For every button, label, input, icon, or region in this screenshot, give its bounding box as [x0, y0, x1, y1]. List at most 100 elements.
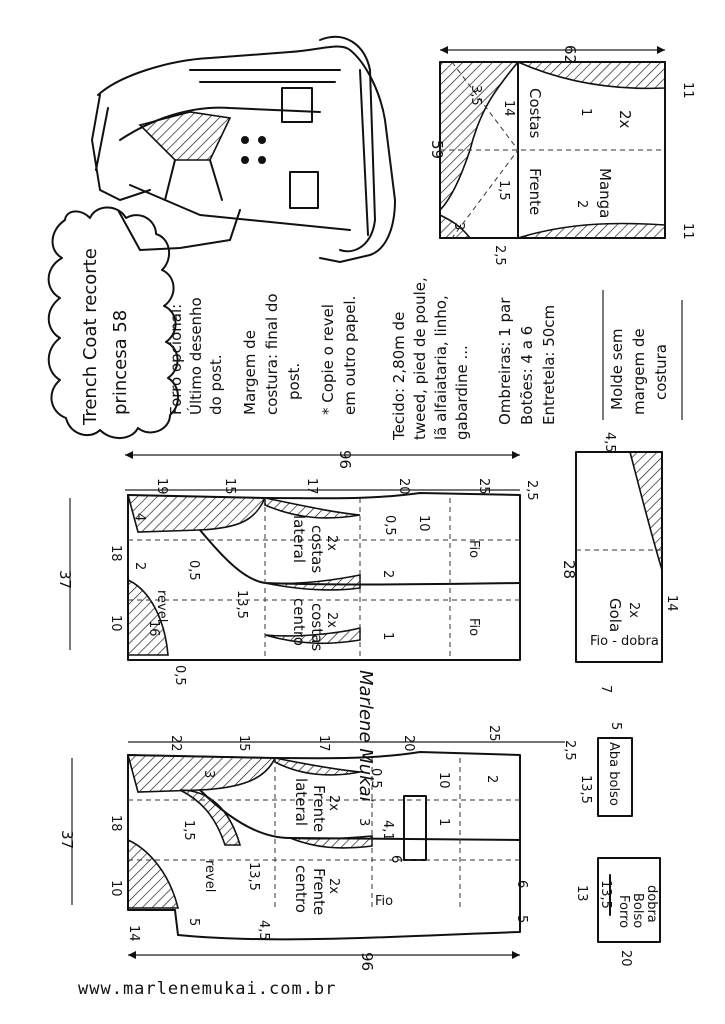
back-m05c: 0,5 [382, 515, 397, 536]
pocket-lining-w: 13 [574, 885, 589, 902]
back-revel: revel [154, 590, 169, 622]
note-botoes: Botões: 4 a 6 [518, 326, 536, 425]
front-lateral-qty: 2x [326, 795, 341, 811]
note-tecido-3: lã alfaiataria, linho, [432, 295, 450, 440]
back-m2: 2 [380, 570, 395, 578]
back-s25: 25 [476, 478, 491, 495]
note-molde-2: margem de [630, 328, 648, 415]
front-m05: 0,5 [368, 768, 383, 789]
note-tecido-2: tweed, pied de poule, [411, 277, 429, 440]
front-pattern: 22 15 17 20 25 2,5 37 96 18 10 14 3 1,5 … [58, 725, 577, 971]
collar-bottom: 7 [598, 685, 613, 693]
front-m10: 10 [436, 772, 451, 789]
back-centro: centro [290, 598, 308, 646]
front-lateral2: Frente [310, 785, 328, 832]
back-s19: 19 [154, 478, 169, 495]
collar-right: 14 [664, 595, 679, 612]
sleeve-qty: 2x [616, 110, 634, 129]
sleeve-pattern: 62 3,5 59 3 11 11 2,5 14 1,5 1 2 Costas … [428, 45, 695, 266]
back-centro-qty: 2x [324, 612, 339, 628]
note-molde-1: Molde sem [608, 329, 626, 410]
front-centro: centro [292, 865, 310, 913]
back-lateral2: costas [308, 525, 326, 573]
note-forro-2: Último desenho [186, 297, 205, 415]
back-h4: 4 [132, 513, 147, 521]
pocket-lining-pattern: 13 13,5 Forro Bolso dobra 20 [574, 857, 661, 967]
sleeve-m14: 14 [501, 100, 516, 117]
sleeve-m1: 1 [578, 108, 593, 116]
sleeve-right-bottom: 11 [680, 223, 695, 240]
sleeve-m2: 2 [574, 200, 589, 208]
front-length: 96 [358, 952, 376, 971]
front-s20: 20 [401, 735, 416, 752]
front-h18: 18 [108, 815, 123, 832]
sleeve-dip: 2,5 [492, 245, 507, 266]
note-tecido-1: Tecido: 2,80m de [390, 312, 408, 441]
back-m10: 10 [416, 515, 431, 532]
front-s17: 17 [316, 735, 331, 752]
note-molde-3: costura [652, 344, 670, 400]
sleeve-right-top: 11 [680, 82, 695, 99]
note-entretela: Entretela: 50cm [540, 305, 558, 425]
sleeve-costas: Costas [526, 88, 544, 139]
front-m6: 6 [388, 855, 403, 863]
title-line2: princesa 58 [110, 310, 131, 415]
sleeve-width: 62 [561, 45, 579, 64]
collar-pattern: 4,5 28 Gola 2x Fio - dobra 7 14 [560, 432, 679, 693]
note-forro-3: do post. [207, 354, 225, 415]
back-s15: 15 [222, 478, 237, 495]
back-s17: 17 [304, 478, 319, 495]
pocket-lining-name2: Bolso [630, 893, 645, 928]
pocket-lining-inner: 13,5 [598, 880, 613, 909]
back-m05a: 0,5 [186, 560, 201, 581]
back-pattern: 96 19 15 17 20 25 2,5 37 18 10 4 2 16 re… [56, 450, 539, 686]
back-s25b: 2,5 [524, 480, 539, 501]
signature-text: Marlene Mukai [355, 670, 376, 802]
front-h5b: 5 [514, 915, 529, 923]
notes-block: Forro opcional: Último desenho do post. … [167, 277, 683, 441]
back-h135: 13,5 [234, 590, 249, 619]
front-h135: 13,5 [246, 862, 261, 891]
title-block: Trench Coat recorte princesa 58 [47, 206, 179, 439]
back-length: 96 [336, 450, 354, 469]
front-centro-qty: 2x [326, 878, 341, 894]
front-revel: revel [202, 860, 217, 892]
back-lateral-qty: 2x [324, 535, 339, 551]
front-m3: 3 [356, 818, 371, 826]
sleeve-m15: 1,5 [496, 180, 511, 201]
front-centro2: Frente [310, 868, 328, 915]
note-margem-2: costura: final do [263, 293, 281, 415]
front-m2: 2 [484, 775, 499, 783]
front-m6b: 6 [514, 880, 529, 888]
website-url: www.marlenemukai.com.br [78, 979, 336, 999]
note-copie-1: * Copie o revel [319, 304, 337, 415]
note-copie-2: em outro papel. [341, 296, 359, 415]
sleeve-height: 59 [428, 140, 446, 159]
front-s22: 22 [168, 735, 183, 752]
back-s20: 20 [396, 478, 411, 495]
front-s25: 25 [486, 725, 501, 742]
note-forro-1: Forro opcional: [167, 304, 185, 415]
collar-length: 28 [560, 560, 578, 579]
pocket-lining-h: 20 [618, 950, 633, 967]
front-h10: 10 [108, 880, 123, 897]
back-m16: 16 [146, 620, 161, 637]
pocket-flap-w: 5 [608, 722, 623, 730]
title-line1: Trench Coat recorte [80, 248, 101, 426]
pocket-flap-name: Aba bolso [606, 742, 621, 806]
sleeve-frente: Frente [526, 168, 544, 215]
back-h18: 18 [108, 545, 123, 562]
back-m1: 1 [380, 632, 395, 640]
signature: Marlene Mukai [355, 670, 376, 802]
front-h15: 1,5 [181, 820, 196, 841]
front-m1: 1 [436, 818, 451, 826]
front-h5a: 5 [186, 918, 201, 926]
back-fio2: Fio [466, 618, 481, 636]
front-s25b: 2,5 [562, 740, 577, 761]
back-centro2: costas [308, 603, 326, 651]
back-lateral: lateral [290, 515, 308, 563]
back-h10: 10 [108, 615, 123, 632]
front-s15: 15 [236, 735, 251, 752]
collar-fio: Fio - dobra [590, 634, 659, 649]
